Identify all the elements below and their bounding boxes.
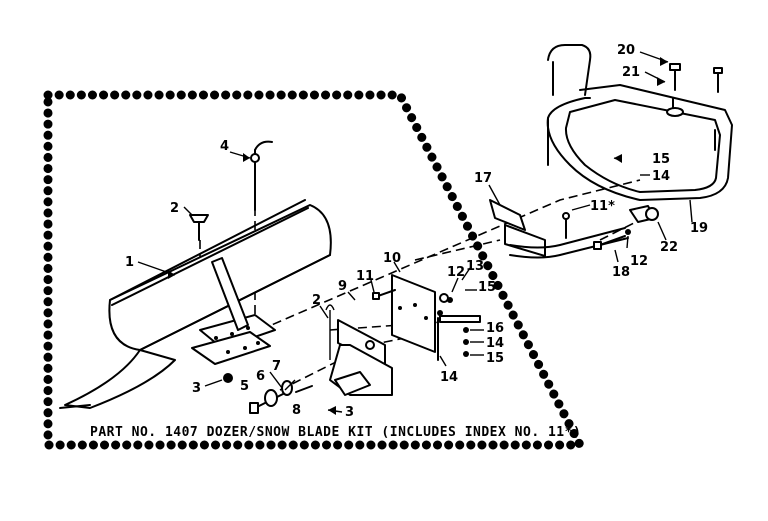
callout-14-frame: 14 xyxy=(652,169,670,184)
callout-3-lower: 3 xyxy=(345,405,354,420)
callout-2-pin: 2 xyxy=(312,293,321,308)
arrow-heads xyxy=(168,57,668,415)
callout-17: 17 xyxy=(474,171,492,186)
callout-19: 19 xyxy=(690,221,708,236)
callout-15-lower: 15 xyxy=(486,351,504,366)
callout-3-nut: 3 xyxy=(192,381,201,396)
callout-16: 16 xyxy=(486,321,504,336)
callout-7: 7 xyxy=(272,359,281,374)
callout-15-frame: 15 xyxy=(652,152,670,167)
frame-bolts xyxy=(669,63,723,93)
callout-8: 8 xyxy=(292,403,301,418)
bolt xyxy=(189,214,209,241)
blade-mount-bracket xyxy=(191,257,276,365)
callout-9: 9 xyxy=(338,279,347,294)
nut xyxy=(223,373,233,383)
callout-12-hitch: 12 xyxy=(630,254,648,269)
callout-21: 21 xyxy=(622,65,640,80)
callout-1: 1 xyxy=(125,255,134,270)
callout-11-star: 11* xyxy=(590,199,615,214)
callout-2-bolt: 2 xyxy=(170,201,179,216)
callout-13: 13 xyxy=(466,259,484,274)
arm-bolt xyxy=(562,212,570,239)
tractor-frame xyxy=(546,44,733,201)
caption: PART NO. 1407 DOZER/SNOW BLADE KIT (INCL… xyxy=(90,425,581,440)
dozer-blade xyxy=(59,199,332,409)
push-arm xyxy=(489,199,629,259)
callout-14-lower: 14 xyxy=(440,370,458,385)
kit-boundary xyxy=(43,90,588,450)
callout-20: 20 xyxy=(617,43,635,58)
callout-labels: 1 2 2 3 3 4 5 6 7 8 9 10 11 11* 12 12 13… xyxy=(125,43,708,420)
mounting-plate xyxy=(391,274,436,353)
callout-12-stack: 12 xyxy=(447,265,465,280)
hardware-stack xyxy=(437,293,481,361)
clevis-pin xyxy=(325,304,335,360)
callout-14-stack: 14 xyxy=(486,336,504,351)
callout-4: 4 xyxy=(220,139,229,154)
callout-15-stack: 15 xyxy=(478,280,496,295)
callout-5: 5 xyxy=(240,379,249,394)
callout-22: 22 xyxy=(660,240,678,255)
lift-pin xyxy=(250,140,273,211)
plate-bolt xyxy=(372,289,396,300)
callout-6: 6 xyxy=(256,369,265,384)
leader-lines xyxy=(137,51,693,413)
callout-18: 18 xyxy=(612,265,630,280)
callout-10: 10 xyxy=(383,251,401,266)
pivot-bracket xyxy=(329,319,393,396)
hitch-pivot xyxy=(593,205,659,250)
callout-11: 11 xyxy=(356,269,374,284)
